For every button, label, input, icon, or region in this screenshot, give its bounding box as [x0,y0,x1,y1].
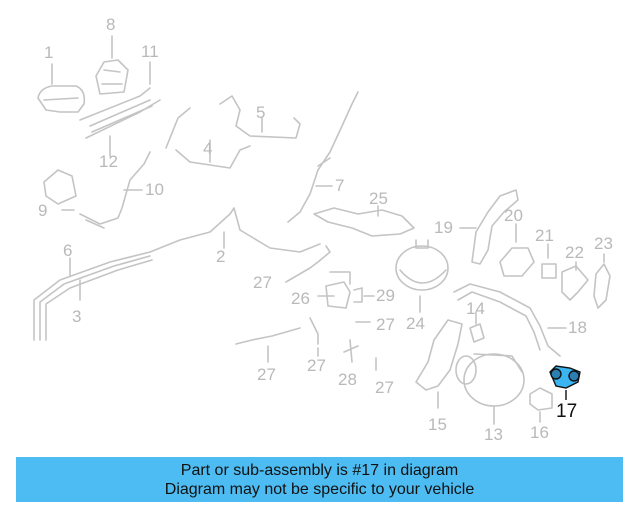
callout-9: 9 [38,201,48,220]
callout-27-e: 27 [375,378,394,397]
callout-19: 19 [434,218,453,237]
callout-27-c: 27 [257,365,276,384]
callout-17: 17 [556,401,578,422]
part-15-shape [415,319,463,409]
callout-10: 10 [145,180,164,199]
part-27-shape [235,245,377,371]
callout-29: 29 [376,286,395,305]
part-9-10-shape [43,151,151,229]
part-7-shape [287,91,359,223]
info-banner: Part or sub-assembly is #17 in diagram D… [16,457,623,502]
callout-27-d: 27 [307,356,326,375]
part-4-5-shape [165,95,301,169]
parts-diagram [33,35,611,425]
callout-13: 13 [484,425,503,444]
callout-7: 7 [335,176,345,195]
callout-27-a: 27 [253,273,272,292]
callout-28: 28 [338,370,357,389]
callout-26: 26 [291,289,310,308]
banner-line-1: Part or sub-assembly is #17 in diagram [180,462,459,479]
callout-20: 20 [504,206,523,225]
callout-18: 18 [568,318,587,337]
callout-25: 25 [369,189,388,208]
callout-12: 12 [99,152,118,171]
callout-2: 2 [216,247,226,266]
banner-line-2: Diagram may not be specific to your vehi… [164,481,475,498]
callout-15: 15 [428,415,447,434]
part-11-12-shape [79,61,161,157]
callout-3: 3 [72,307,82,326]
part-19-23-shape [459,189,611,309]
callout-8: 8 [106,15,116,34]
part-24-shape [395,239,449,313]
callout-4: 4 [203,139,213,158]
part-2-3-6-shape [33,207,321,341]
callout-22: 22 [565,243,584,262]
part-17-highlight [549,365,581,400]
callout-21: 21 [535,226,554,245]
part-13-shape [455,353,525,425]
callout-5: 5 [256,103,266,122]
callout-24: 24 [406,314,425,333]
part-8-shape [95,35,129,95]
callout-14: 14 [466,299,485,318]
callout-16: 16 [530,423,549,442]
callout-11: 11 [141,42,159,61]
part-26-29-shape [317,271,375,363]
part-14-16-shape [469,311,553,423]
callout-1: 1 [44,43,54,62]
part-25-shape [313,205,415,237]
part-1-shape [37,63,86,113]
callout-27-b: 27 [376,315,395,334]
part-18-shape [453,283,567,357]
callout-23: 23 [594,234,613,253]
callout-6: 6 [63,241,73,260]
